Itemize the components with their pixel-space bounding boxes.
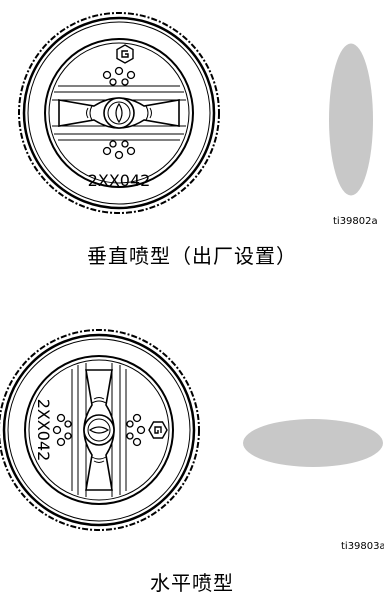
horizontal-spray-pattern [243, 419, 383, 467]
part-number: 2XX042 [34, 399, 53, 462]
vertical-spray-figure: 2XX042 ti39802a 垂直喷型（出厂设置） [0, 0, 384, 297]
reference-code: ti39803a [341, 541, 384, 552]
air-cap-vertical-illustration: 2XX042 [18, 12, 220, 214]
vertical-spray-pattern [329, 43, 373, 196]
reference-code: ti39802a [333, 216, 378, 227]
figure-caption: 垂直喷型（出厂设置） [87, 244, 297, 268]
horizontal-spray-figure: 2XX042 ti39803a 水平喷型 [0, 297, 384, 595]
figure-caption: 水平喷型 [150, 571, 234, 595]
part-number: 2XX042 [88, 171, 151, 190]
air-cap-horizontal-illustration: 2XX042 [0, 329, 200, 531]
graco-logo-icon [148, 421, 168, 439]
graco-logo-icon [116, 44, 134, 64]
